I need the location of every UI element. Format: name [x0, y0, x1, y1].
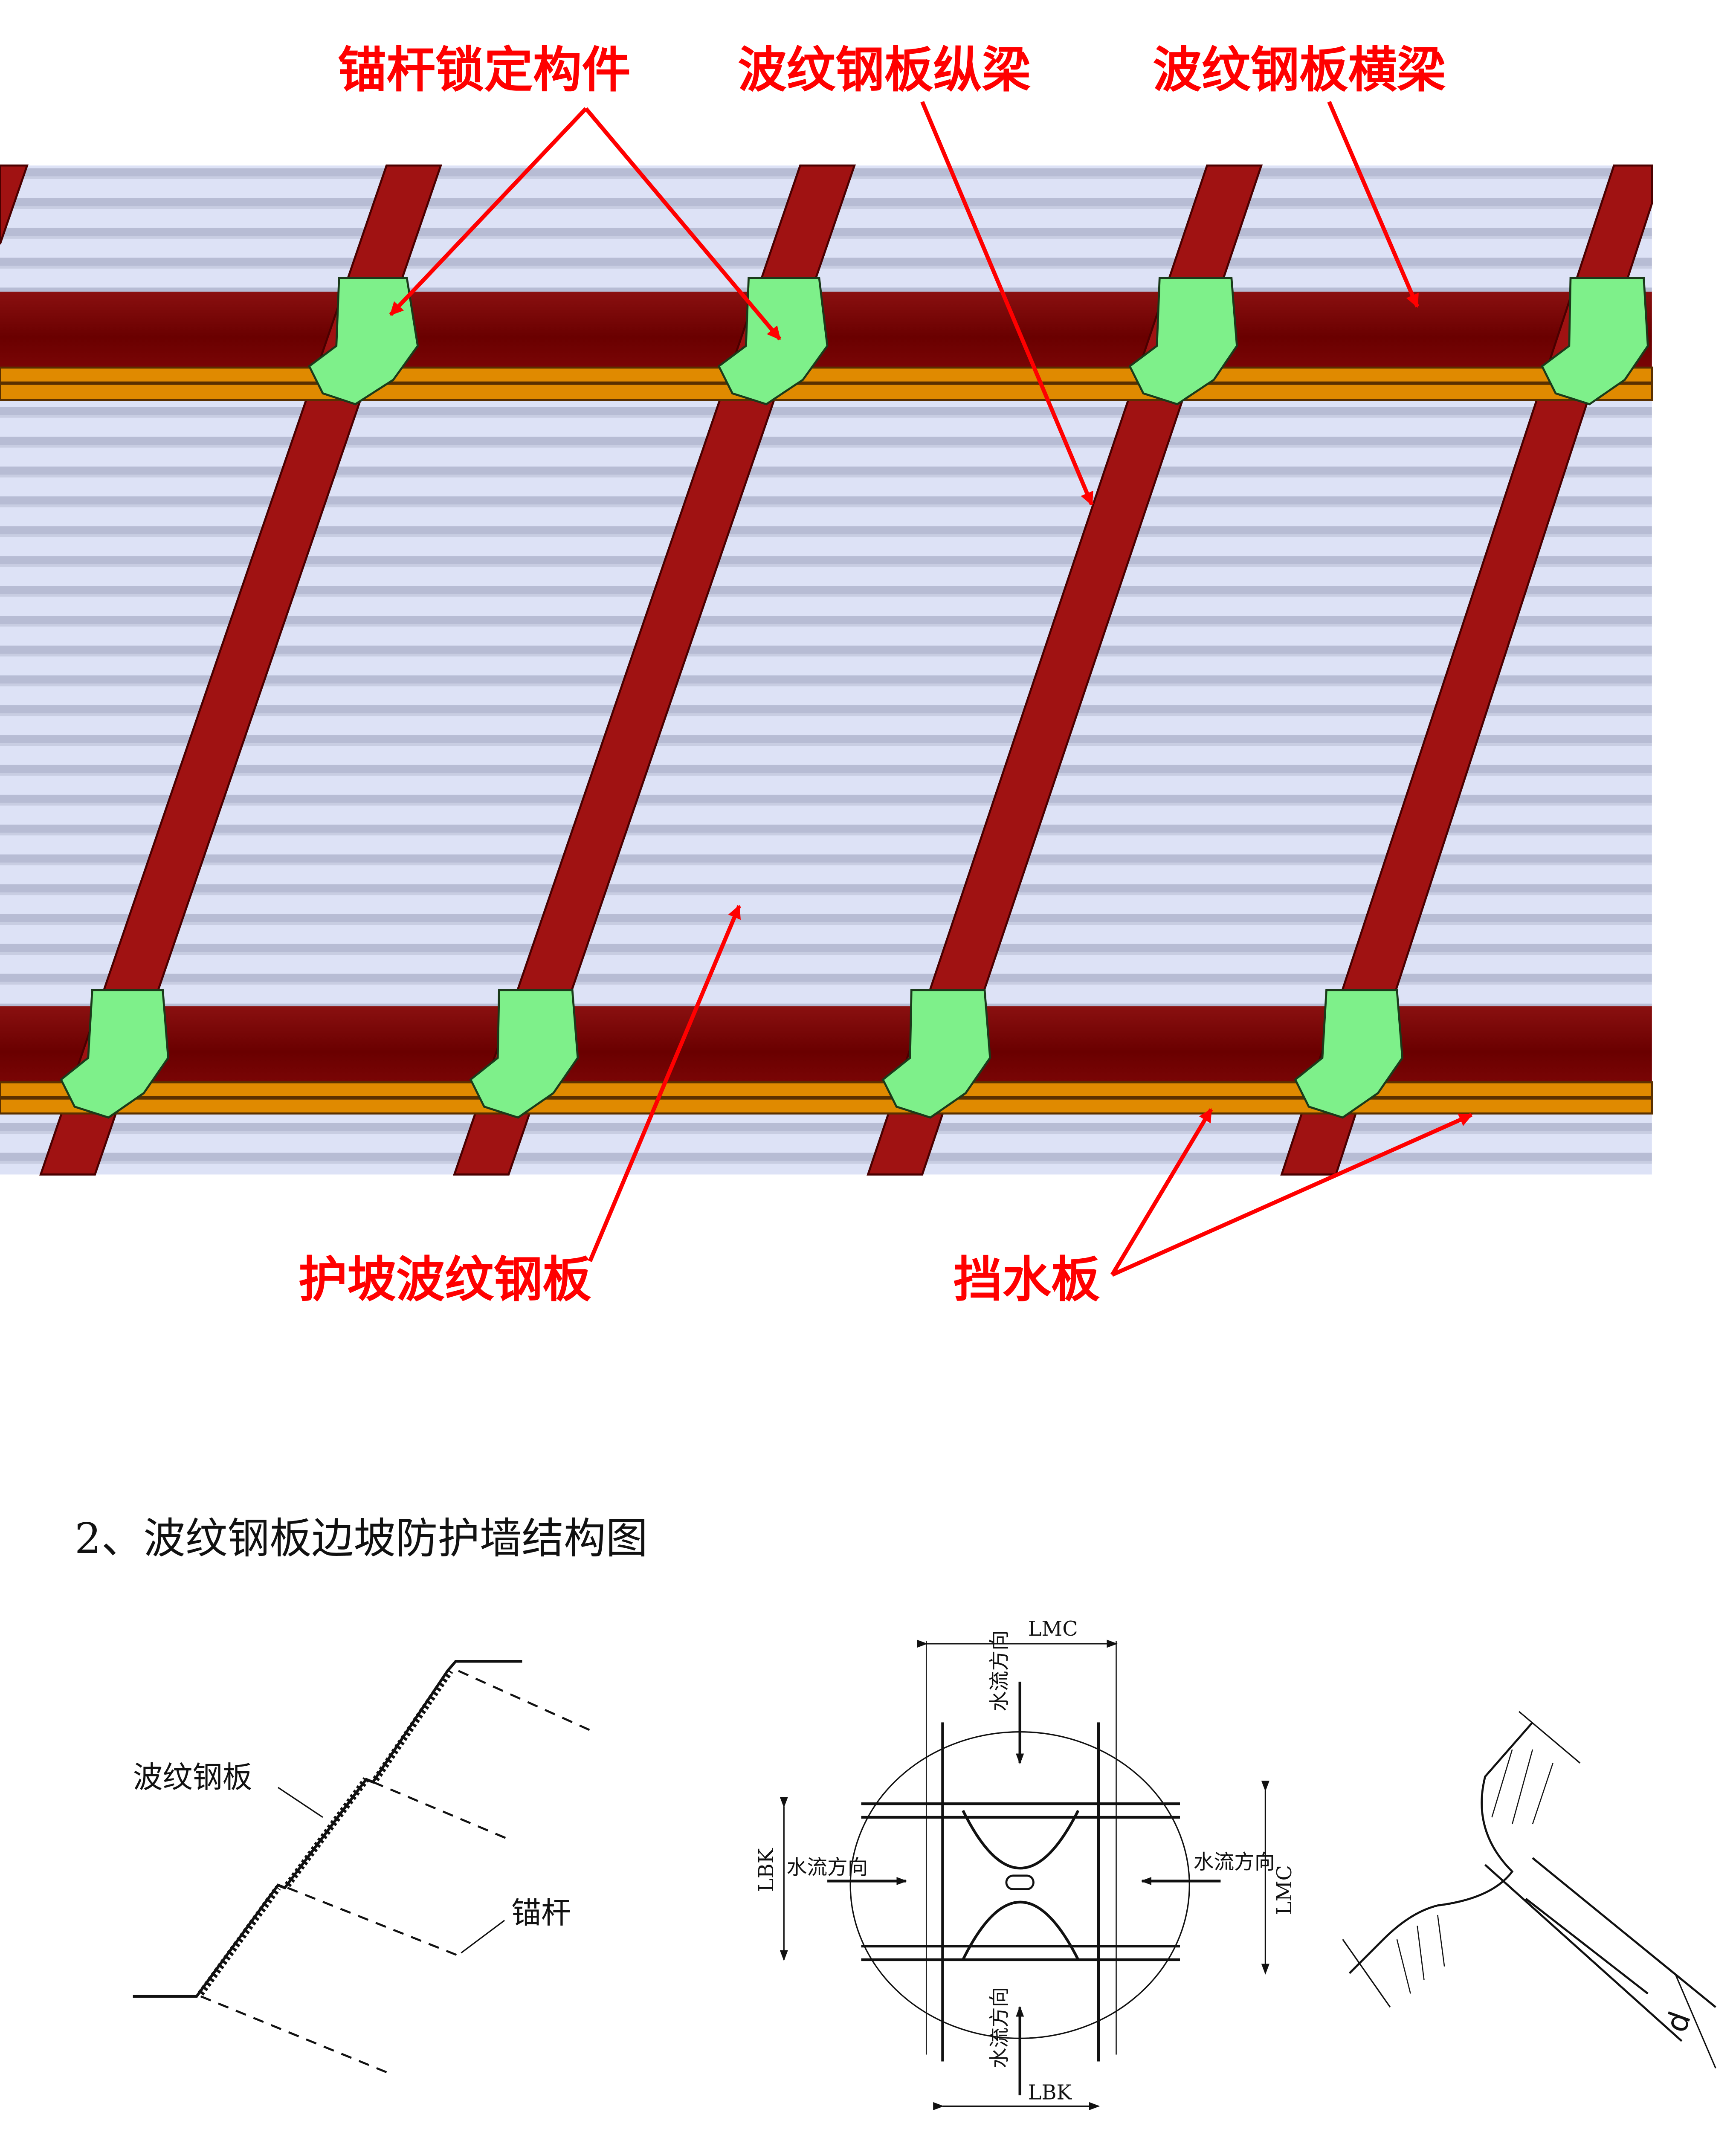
water-boards: [0, 366, 1653, 1115]
flow-left-label: 水流方向: [787, 1856, 868, 1880]
slope-profile: [133, 1660, 597, 2076]
render-view: [0, 164, 1653, 1176]
profile-plate-label: 波纹钢板: [133, 1760, 252, 1795]
dim-top-label: LMC: [1028, 1617, 1078, 1641]
flow-bottom-label: 水流方向: [988, 1987, 1011, 2068]
dim-right-label: LMC: [1273, 1865, 1296, 1915]
pointer-arrows: [389, 101, 1473, 1277]
dim-bottom-label: LBK: [1028, 2081, 1072, 2105]
flow-right-label: 水流方向: [1194, 1851, 1275, 1874]
plan-view: [780, 1640, 1269, 2110]
anchor-lock-clamps: [60, 277, 1649, 1119]
section-title: 2、波纹钢板边坡防护墙结构图: [75, 1514, 648, 1563]
label-anchor-lock: 锚杆锁定构件: [338, 42, 631, 99]
label-longitudinal-beam: 波纹钢板纵梁: [738, 42, 1031, 99]
dim-left-label: LBK: [755, 1848, 778, 1892]
label-slope-plate: 护坡波纹钢板: [299, 1252, 591, 1309]
label-water-board: 挡水板: [953, 1252, 1100, 1309]
anchor-detail: [1342, 1711, 1716, 2068]
label-transverse-beam: 波纹钢板横梁: [1153, 42, 1446, 99]
profile-anchor-label: 锚杆: [511, 1895, 571, 1930]
longitudinal-beams: [0, 164, 1653, 1176]
flow-top-label: 水流方向: [988, 1630, 1011, 1712]
